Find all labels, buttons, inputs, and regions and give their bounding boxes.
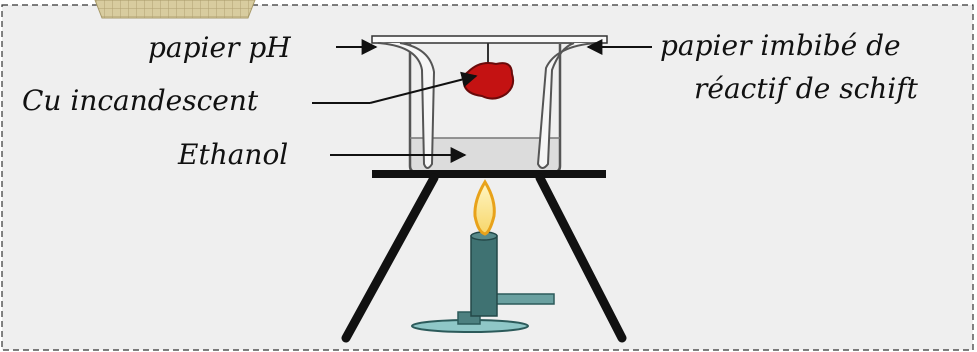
burner-barrel (471, 236, 497, 316)
label-ethanol: Ethanol (177, 138, 288, 171)
label-ph-paper: papier pH (148, 31, 291, 64)
label-copper: Cu incandescent (22, 84, 259, 117)
tab-tile (95, 0, 255, 18)
incandescent-copper (464, 63, 514, 99)
label-schiff-paper-line1: papier imbibé de (660, 29, 901, 62)
label-schiff-paper-line2: réactif de schift (694, 72, 919, 105)
beaker-lid (372, 36, 607, 43)
